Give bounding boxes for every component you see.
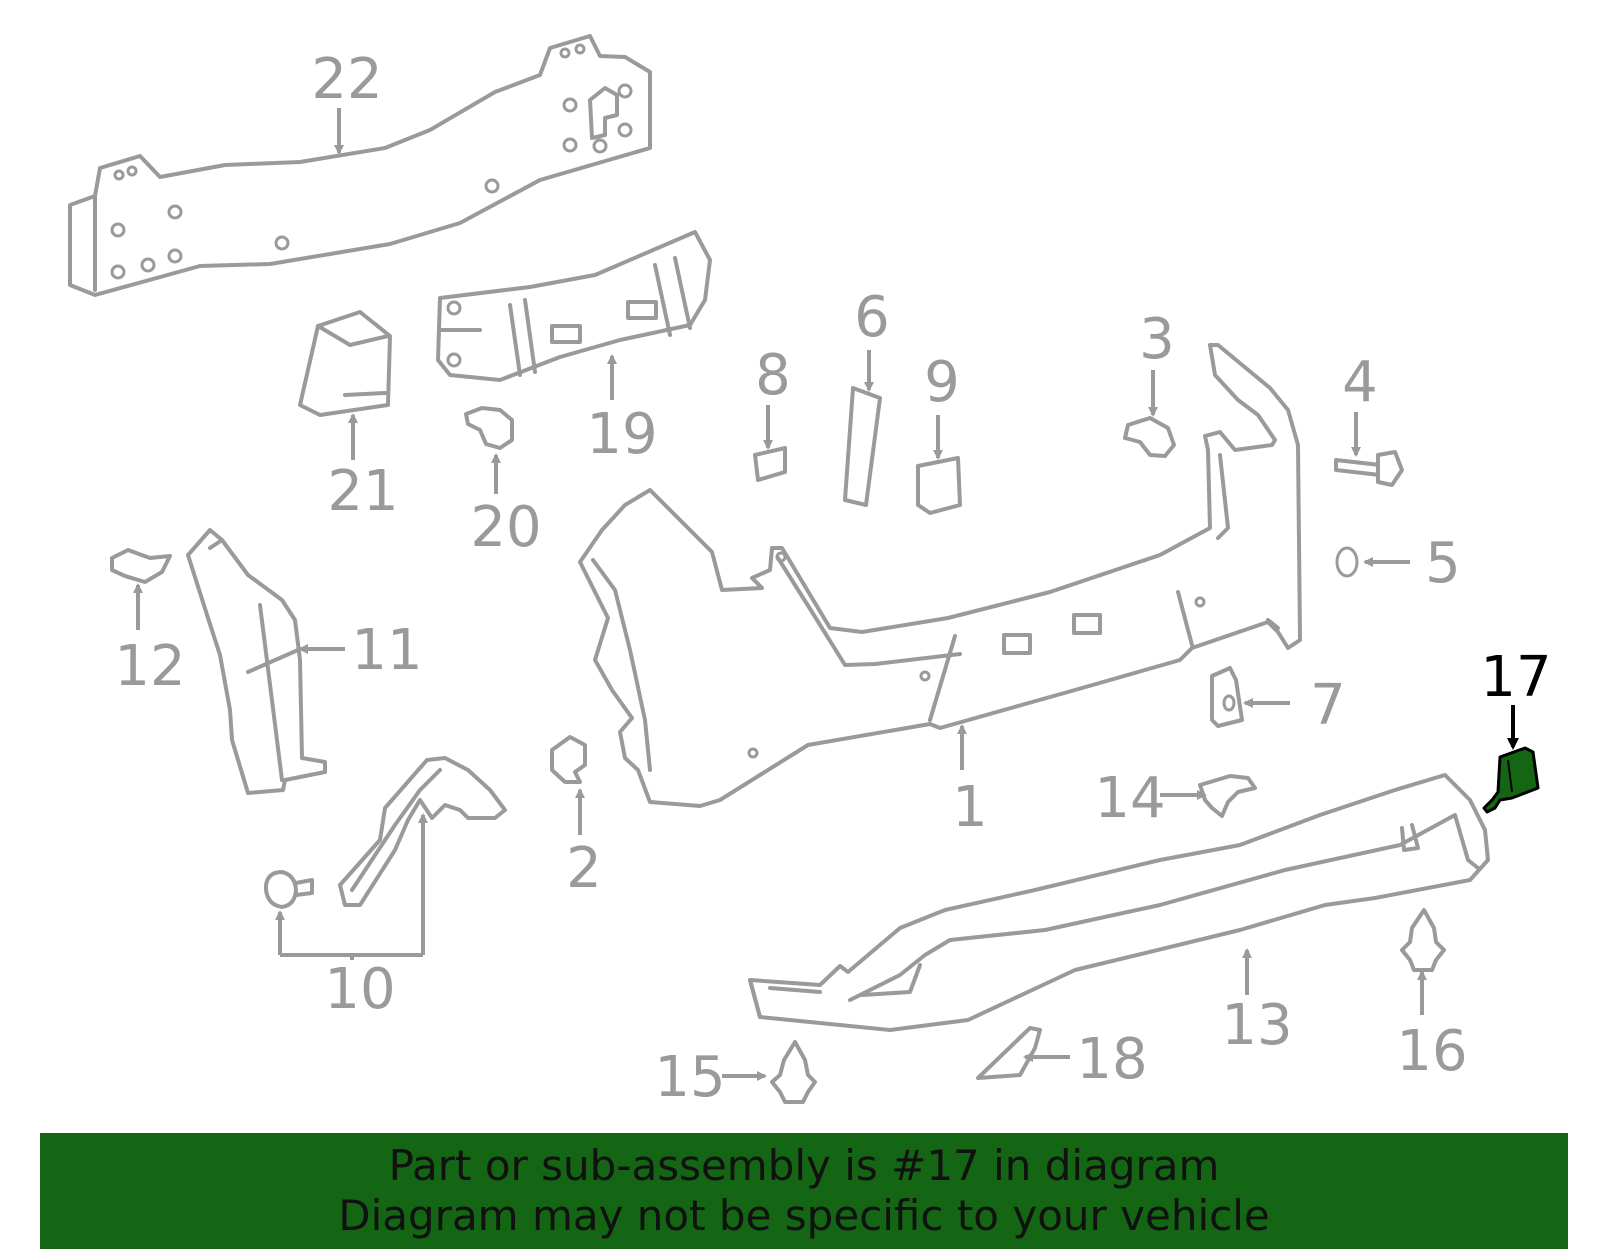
callout-8: 8 xyxy=(755,343,791,408)
callout-1: 1 xyxy=(952,775,988,840)
callout-9: 9 xyxy=(924,350,960,415)
callout-3: 3 xyxy=(1139,307,1175,372)
part-22-reinforcement xyxy=(68,34,652,297)
callout-20: 20 xyxy=(470,495,541,560)
part-19-absorber xyxy=(436,230,712,382)
banner-line-2: Diagram may not be specific to your vehi… xyxy=(338,1191,1270,1240)
part-3-clip xyxy=(1123,416,1176,458)
part-6-strip xyxy=(843,386,882,507)
part-10-bracket xyxy=(264,756,507,909)
callout-7: 7 xyxy=(1310,673,1346,738)
callout-2: 2 xyxy=(566,836,602,901)
callout-13: 13 xyxy=(1221,993,1292,1058)
callout-18: 18 xyxy=(1076,1027,1147,1092)
part-12-clip xyxy=(110,548,172,584)
part-13-lower-cover xyxy=(748,773,1490,1032)
part-9-pad xyxy=(916,456,962,515)
part-4-bolt xyxy=(1334,450,1404,487)
callout-21: 21 xyxy=(327,459,398,524)
callout-17: 17 xyxy=(1480,645,1551,710)
callout-14: 14 xyxy=(1094,766,1165,831)
part-14-retainer xyxy=(1198,774,1257,818)
part-11-side-bracket xyxy=(186,528,327,795)
callout-22: 22 xyxy=(311,47,382,112)
part-2-clip xyxy=(550,735,587,784)
part-15-clip xyxy=(770,1040,817,1104)
info-banner: Part or sub-assembly is #17 in diagram D… xyxy=(40,1133,1568,1249)
callout-16: 16 xyxy=(1396,1019,1467,1084)
callout-5: 5 xyxy=(1425,531,1461,596)
part-18-garnish xyxy=(976,1026,1042,1080)
part-1-bumper-cover xyxy=(578,343,1302,808)
callout-11: 11 xyxy=(351,618,422,683)
callout-12: 12 xyxy=(114,634,185,699)
part-7-bracket xyxy=(1210,666,1244,728)
callout-10: 10 xyxy=(324,957,395,1022)
part-16-clip xyxy=(1400,908,1446,972)
part-8-pad xyxy=(753,446,787,482)
callout-19: 19 xyxy=(586,402,657,467)
part-5-grommet xyxy=(1335,546,1359,578)
bracket-10 xyxy=(280,953,423,960)
callout-15: 15 xyxy=(654,1045,725,1110)
callout-4: 4 xyxy=(1342,350,1378,415)
part-17-highlighted[interactable] xyxy=(1482,746,1540,814)
part-21-bracket xyxy=(298,310,392,417)
part-20-clip xyxy=(464,406,514,450)
banner-line-1: Part or sub-assembly is #17 in diagram xyxy=(388,1141,1220,1190)
callout-6: 6 xyxy=(854,285,890,350)
